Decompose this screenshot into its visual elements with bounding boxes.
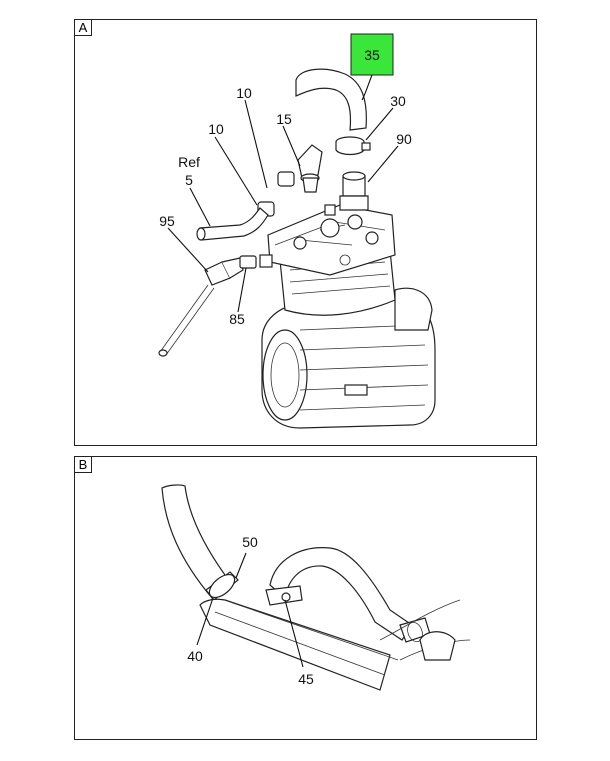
callout-50: 50	[242, 534, 258, 550]
panel-b: B	[74, 456, 537, 740]
clamp-30	[335, 136, 371, 156]
callout-85: 85	[229, 311, 245, 327]
tube-5	[196, 207, 269, 241]
hose-35	[295, 68, 367, 131]
fitting-95	[158, 257, 244, 357]
air-compressor-drawing	[259, 204, 436, 429]
panel-a-tag: A	[74, 19, 92, 36]
callout-30: 30	[390, 93, 406, 109]
callout-40: 40	[187, 648, 203, 664]
callout-ref: Ref	[178, 154, 200, 170]
callout-5: 5	[185, 172, 193, 188]
leader-lines-b	[196, 552, 304, 668]
callout-45: 45	[298, 671, 314, 687]
fitting-85	[239, 255, 257, 269]
callout-35: 35	[364, 47, 380, 63]
pipe-clamp-drawing	[161, 484, 471, 691]
fitting-10	[257, 171, 295, 217]
highlight-box-35	[350, 33, 394, 76]
callout-90: 90	[396, 131, 412, 147]
fitting-90	[339, 171, 369, 211]
callout-95: 95	[159, 213, 175, 229]
panel-b-tag: B	[74, 456, 92, 473]
elbow-15	[297, 144, 323, 193]
callout-10-upper: 10	[236, 85, 252, 101]
callout-10-lower: 10	[208, 121, 224, 137]
leader-lines-a	[167, 74, 399, 313]
callout-15: 15	[276, 111, 292, 127]
